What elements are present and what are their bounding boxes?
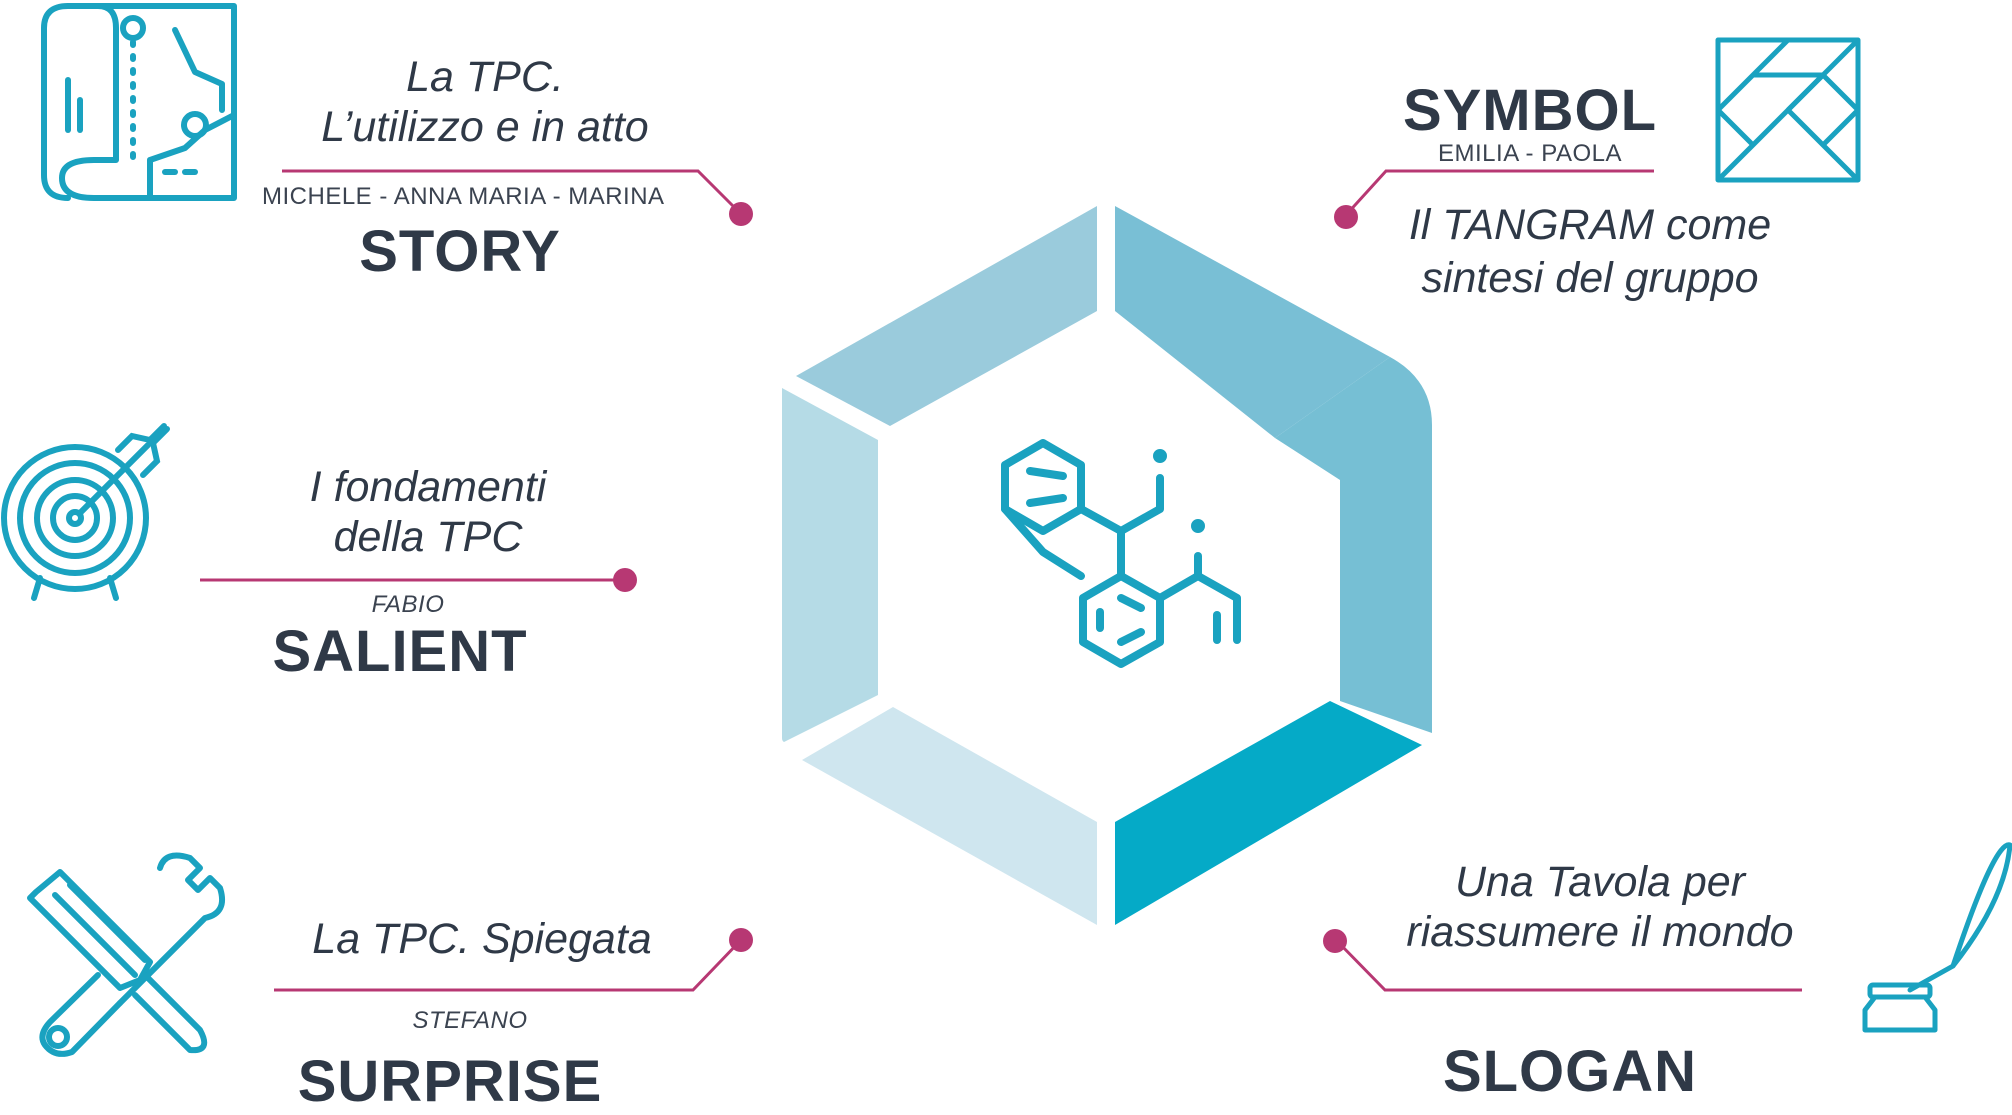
tools-icon: [27, 852, 226, 1057]
salient-names: FABIO: [371, 591, 445, 618]
connector-salient: [200, 568, 637, 592]
hexagon-segment-right: [1275, 357, 1432, 733]
target-icon: [1, 423, 170, 601]
hexagon-segment-top-right: [1115, 206, 1390, 438]
hexagon-segment-bottom-left: [802, 707, 1097, 925]
hexagon-segment-bottom-right: [1115, 701, 1422, 925]
symbol-title: SYMBOL: [1402, 78, 1658, 143]
hexagon-segment-left: [782, 388, 878, 742]
symbol-desc-line1: Il TANGRAM come: [1408, 201, 1772, 249]
hexagon-ring: [782, 206, 1432, 925]
slogan-desc-line2: riassumere il mondo: [1406, 908, 1794, 956]
connector-symbol: [1334, 169, 1654, 229]
symbol-names: EMILIA - PAOLA: [1438, 140, 1622, 167]
quill-icon: [1862, 842, 2012, 1033]
story-desc-line1: La TPC.: [406, 53, 564, 101]
tangram-icon: [1715, 37, 1861, 183]
molecule-icon: [1001, 439, 1241, 668]
salient-desc-line2: della TPC: [333, 513, 523, 561]
story-desc-line2: L’utilizzo e in atto: [321, 103, 649, 151]
surprise-desc-line1: La TPC. Spiegata: [312, 915, 652, 963]
salient-title: SALIENT: [272, 619, 528, 684]
story-names: MICHELE - ANNA MARIA - MARINA: [262, 183, 665, 210]
map-icon: [41, 3, 237, 201]
story-title: STORY: [359, 219, 561, 284]
connector-story: [282, 169, 753, 226]
surprise-title: SURPRISE: [297, 1049, 603, 1114]
surprise-names: STEFANO: [412, 1007, 528, 1034]
hexagon-segment-top-left: [796, 206, 1097, 426]
slogan-desc-line1: Una Tavola per: [1454, 858, 1746, 906]
slogan-title: SLOGAN: [1442, 1039, 1698, 1104]
salient-desc-line1: I fondamenti: [309, 463, 547, 511]
connector-surprise: [274, 928, 753, 992]
symbol-desc-line2: sintesi del gruppo: [1421, 254, 1759, 302]
connector-slogan: [1323, 929, 1802, 992]
